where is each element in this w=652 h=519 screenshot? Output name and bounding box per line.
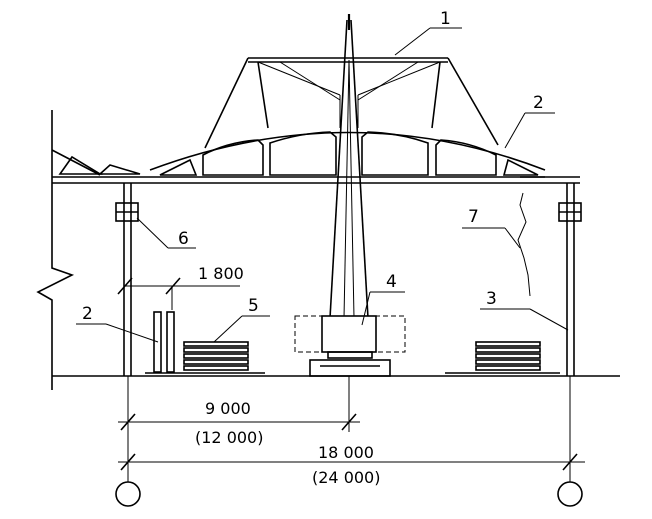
dim-12000-label: (12 000): [195, 428, 263, 447]
crack-line: [517, 192, 531, 297]
crane-turntable: [327, 351, 373, 359]
lifting-frame-right-leg: [447, 57, 499, 146]
label-2-top: 2: [533, 93, 544, 113]
dim-9000-tick-right: [341, 413, 357, 431]
lifting-frame-inner-left: [257, 61, 269, 129]
truss-opening-6: [502, 158, 539, 176]
label-2-left: 2: [82, 304, 93, 324]
leader-1: [394, 27, 431, 56]
leader-2-left: [105, 323, 159, 343]
precast-element-b: [166, 311, 175, 373]
existing-roof-slope: [51, 149, 101, 176]
leader-7: [504, 227, 521, 249]
truss-opening-2: [202, 139, 264, 176]
crane-cab: [321, 315, 377, 353]
label-6: 6: [178, 229, 189, 249]
dim-24000-label: (24 000): [312, 468, 380, 487]
dim-1800-label: 1 800: [198, 264, 244, 283]
leader-3: [529, 308, 569, 331]
label-3: 3: [486, 289, 497, 309]
axis-bubble-right: [557, 481, 583, 507]
truss-opening-5: [435, 139, 497, 176]
label-1: 1: [440, 9, 451, 29]
crane-mast-inner-left: [343, 59, 350, 319]
leader-2-top: [504, 112, 526, 149]
crane-mast-inner-right: [348, 59, 355, 319]
left-roof-panel-b: [97, 164, 141, 175]
lifting-cable-r1: [357, 61, 441, 96]
precast-element-a: [153, 311, 162, 373]
left-roof-panel-a: [58, 155, 103, 175]
label-5: 5: [248, 296, 259, 316]
truss-opening-1: [159, 158, 198, 176]
crane-mast-left: [329, 19, 348, 319]
crane-mast-right: [350, 19, 369, 319]
dim-18000-label: 18 000: [318, 443, 374, 462]
lifting-cable-l2: [279, 61, 341, 101]
lifting-frame-left-leg: [204, 57, 249, 149]
dim-9000-tick-left: [120, 413, 136, 431]
dim-9000-label: 9 000: [205, 399, 251, 418]
truss-opening-3: [269, 131, 337, 176]
lifting-cable-l1: [257, 61, 341, 96]
dim-1800-tick-right: [165, 277, 181, 295]
leader-6: [136, 217, 169, 249]
dim-18000-tick-left: [120, 453, 136, 471]
lifting-frame-inner-right: [431, 61, 441, 129]
lifting-cable-r2: [357, 61, 419, 101]
existing-wall: [36, 110, 75, 390]
dim-18000-tick-right: [562, 453, 578, 471]
leader-5: [213, 315, 243, 343]
right-panel-stack: [475, 341, 541, 371]
dim-1800-tick-left: [117, 277, 133, 295]
left-panel-stack: [183, 341, 249, 371]
leader-4: [361, 291, 371, 326]
label-7: 7: [468, 207, 479, 227]
crane-base: [309, 359, 391, 377]
axis-bubble-left: [115, 481, 141, 507]
truss-opening-4: [361, 131, 429, 176]
label-4: 4: [386, 272, 397, 292]
